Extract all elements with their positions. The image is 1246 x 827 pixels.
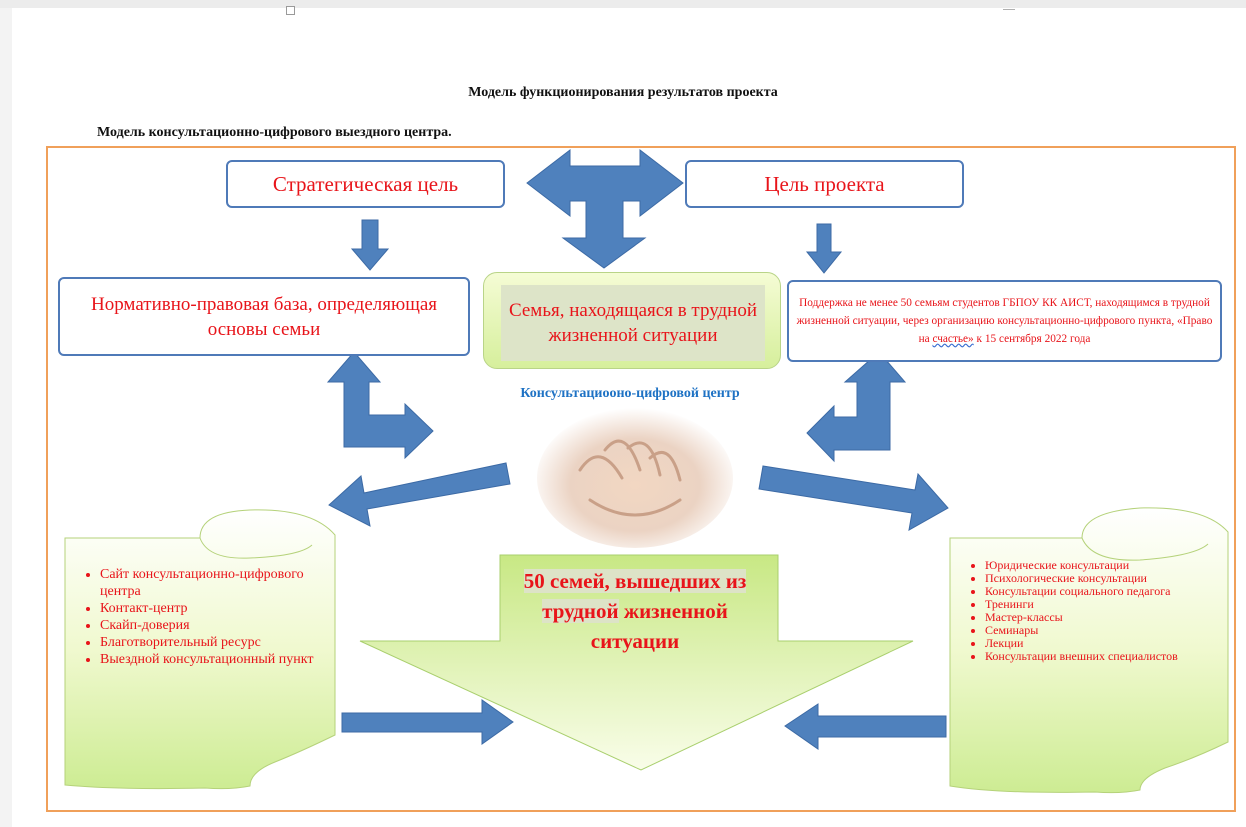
- result-line-2a: трудной: [542, 599, 619, 623]
- ruler-tick: [1003, 9, 1015, 10]
- family-card: Семья, находящаяся в трудной жизненной с…: [483, 272, 781, 369]
- strategic-goal-label: Стратегическая цель: [272, 171, 459, 196]
- center-title: Консультациооно-цифровой центр: [520, 386, 740, 401]
- list-item: Консультации социального педагога: [985, 585, 1230, 598]
- list-item: Контакт-центр: [100, 600, 340, 617]
- double-arrow-top: [526, 148, 684, 269]
- result-line-1: 50 семей, вышедших из: [523, 569, 747, 593]
- right-scroll: [949, 507, 1229, 794]
- page-subtitle: Модель консультационно-цифрового выездно…: [97, 125, 452, 140]
- legal-base-label: Нормативно-правовая база, определяющая о…: [91, 293, 437, 340]
- list-item: Выездной консультационный пункт: [100, 651, 340, 668]
- down-arrow-left: [350, 219, 390, 271]
- list-item: Лекции: [985, 637, 1230, 650]
- result-arrow: [359, 554, 914, 771]
- list-item: Сайт консультационно-цифрового центра: [100, 566, 340, 600]
- list-item: Тренинги: [985, 598, 1230, 611]
- hands-image: [537, 408, 733, 548]
- result-line-2b: жизненной: [618, 599, 728, 623]
- support-goal-box: Поддержка не менее 50 семьям студентов Г…: [787, 280, 1222, 362]
- list-item: Психологические консультации: [985, 572, 1230, 585]
- bent-arrow-right: [806, 351, 907, 463]
- list-item: Благотворительный ресурс: [100, 634, 340, 651]
- right-service-list: Юридические консультации Психологические…: [955, 559, 1230, 663]
- hands-outline: [578, 439, 682, 517]
- down-arrow-right: [805, 223, 843, 274]
- result-line-3: ситуации: [590, 629, 680, 653]
- left-scroll-curl: [199, 537, 313, 559]
- project-goal-label: Цель проекта: [764, 171, 885, 196]
- project-goal-box: Цель проекта: [685, 160, 964, 208]
- left-service-list: Сайт консультационно-цифрового центра Ко…: [70, 566, 340, 668]
- text-boundary-marker: [286, 6, 295, 15]
- page-title: Модель функционирования результатов прое…: [468, 85, 778, 100]
- window-top-bar: [0, 0, 1246, 8]
- list-item: Юридические консультации: [985, 559, 1230, 572]
- list-item: Консультации внешних специалистов: [985, 650, 1230, 663]
- legal-base-box: Нормативно-правовая база, определяющая о…: [58, 277, 470, 356]
- diagonal-arrow-right: [758, 465, 949, 531]
- support-goal-label: Поддержка не менее 50 семьям студентов Г…: [796, 297, 1213, 345]
- diagonal-arrow-left: [328, 462, 511, 527]
- right-scroll-curl: [1081, 537, 1209, 561]
- diagram-frame: [46, 146, 1236, 812]
- result-label: 50 семей, вышедших из трудной жизненной …: [500, 566, 770, 656]
- strategic-goal-box: Стратегическая цель: [226, 160, 505, 208]
- left-scroll: [64, 509, 336, 790]
- bottom-arrow-left: [341, 699, 514, 745]
- bent-arrow-left: [326, 351, 434, 460]
- list-item: Семинары: [985, 624, 1230, 637]
- list-item: Скайп-доверия: [100, 617, 340, 634]
- family-label: Семья, находящаяся в трудной жизненной с…: [501, 285, 765, 361]
- bottom-arrow-right: [784, 703, 947, 750]
- list-item: Мастер-классы: [985, 611, 1230, 624]
